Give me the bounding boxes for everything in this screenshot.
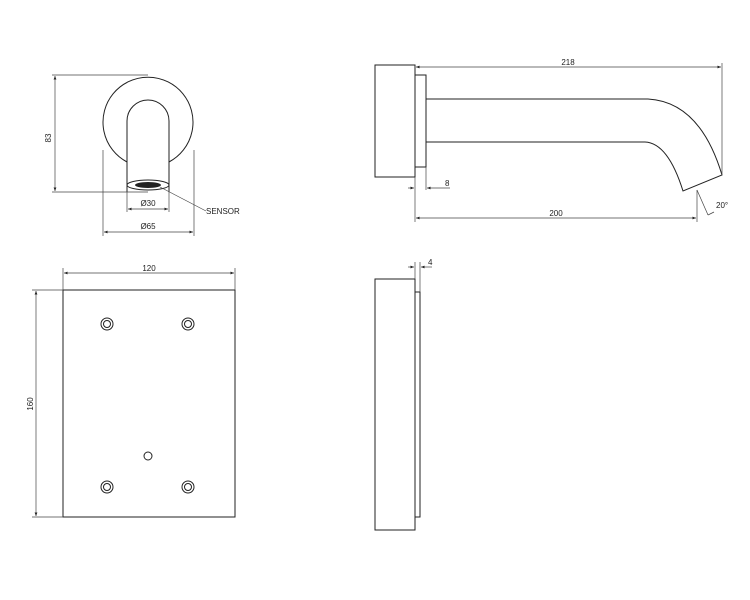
inner-diameter-label: Ø30 (140, 199, 156, 208)
front-view: 83 Ø30 Ø65 SENSOR (44, 74, 240, 236)
plate-edge (414, 291, 421, 518)
angle-label: 20° (716, 201, 728, 210)
wall-section (374, 64, 416, 178)
plate-side-view: 4 (374, 258, 433, 531)
plate-view: 120 160 (26, 264, 236, 518)
mounting-hole-icon (181, 317, 195, 331)
height-label: 83 (44, 133, 53, 142)
sensor-icon (126, 179, 170, 191)
mounting-hole-icon (100, 317, 114, 331)
spout-side (426, 98, 723, 192)
mounting-hole-icon (100, 480, 114, 494)
plate-outline (62, 289, 236, 518)
outer-diameter-label: Ø65 (140, 222, 156, 231)
sensor-leader (159, 186, 207, 212)
mounting-hole-icon (181, 480, 195, 494)
length-label: 218 (561, 58, 575, 67)
escutcheon-outline (102, 76, 194, 163)
reach-label: 200 (549, 209, 563, 218)
thickness-label: 4 (428, 258, 433, 267)
height-label: 160 (26, 397, 35, 411)
spout-outline (126, 99, 170, 192)
center-hole-icon (143, 451, 153, 461)
wall-section (374, 278, 416, 531)
width-label: 120 (142, 264, 156, 273)
sensor-label: SENSOR (206, 207, 240, 216)
plate-label: 8 (445, 179, 450, 188)
escutcheon-plate (414, 74, 427, 168)
side-view: 218 8 200 20° (374, 58, 728, 222)
